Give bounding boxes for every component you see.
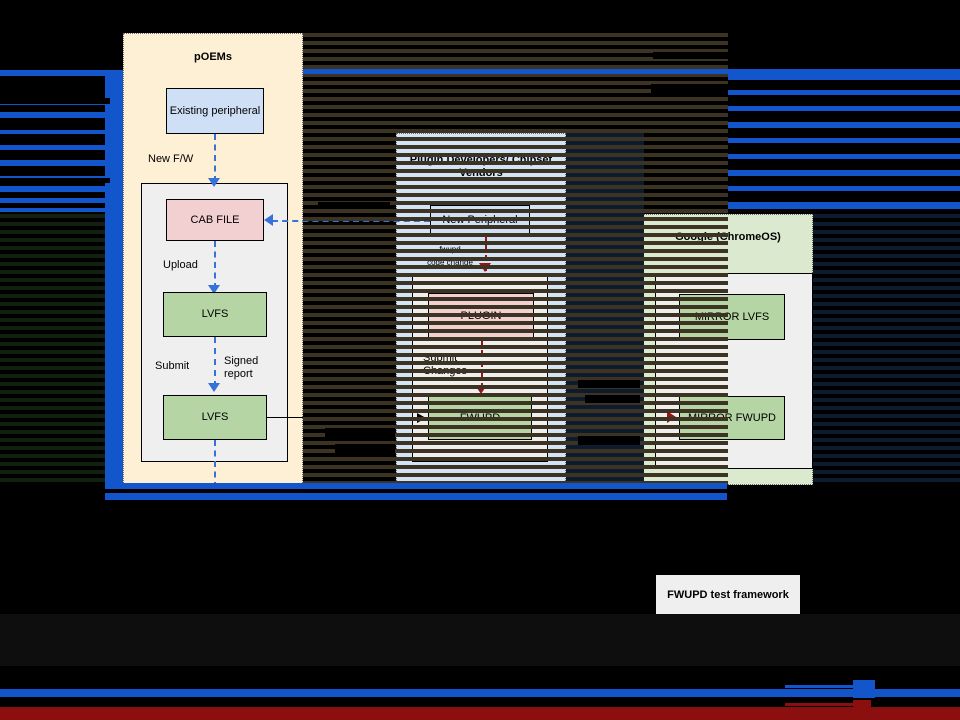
swimlane-plugin-title: Plugin Developers/ Chipset Vendors [409,154,553,179]
connector-fwupd-to-mirror-fwupd [532,417,668,419]
arrowhead-down-to-lvfs-submit [208,383,220,392]
node-cab-file[interactable]: CAB FILE [166,199,264,241]
arrowhead-down-to-plugin [479,263,491,272]
node-new-peripheral[interactable]: New Peripheral [430,205,530,235]
connector-cab-to-lvfs [214,241,216,289]
arrowhead-right-to-fwupd [417,413,426,423]
edge-label-fwupd-code-change: fwupd code change [427,245,473,267]
node-mirror-lvfs-label: MIRROR LVFS [694,310,770,323]
swimlane-poems-title: pOEMs [194,51,232,63]
edge-label-submit: Submit [155,360,190,372]
connector-existing-to-cab [214,134,216,182]
node-existing-peripheral[interactable]: Existing peripheral [166,88,264,134]
connector-lvfs-to-fwupd [267,417,417,418]
node-new-peripheral-label: New Peripheral [442,213,518,226]
node-plugin[interactable]: PLUGIN [428,293,534,339]
node-lvfs-submit-label: LVFS [201,411,229,423]
edge-label-new-fw: New F/W [148,153,194,165]
caption-fwupd-test-framework: FWUPD test framework [656,575,800,614]
node-mirror-lvfs[interactable]: MIRROR LVFS [679,294,785,340]
node-fwupd-label: FWUPD [459,411,501,424]
arrowhead-down-to-fwupd [475,385,487,394]
edge-label-signed-report: Signed report [224,355,259,380]
arrowhead-down-to-lvfs-upload [208,285,220,294]
edge-label-upload: Upload [163,259,198,271]
node-lvfs-submit[interactable]: LVFS [163,395,267,440]
arrowhead-down-to-cab [208,178,220,187]
node-mirror-fwupd-label: MIRROR FWUPD [688,411,776,424]
node-lvfs-upload-label: LVFS [201,308,229,320]
swimlane-google-title: Google (ChromeOS) [675,231,781,243]
arrowhead-right-to-mirror-fwupd [667,411,676,423]
edge-label-submit-changes: Submit Changes [423,352,468,377]
node-cab-file-label: CAB FILE [190,213,240,226]
arrowhead-left-to-cab [264,214,273,226]
caption-fwupd-test-framework-label: FWUPD test framework [667,588,789,601]
connector-new-peripheral-to-cab [272,220,430,222]
node-plugin-label: PLUGIN [460,309,502,322]
connector-lvfs-to-lvfs [214,337,216,387]
node-fwupd[interactable]: FWUPD [428,396,532,440]
node-lvfs-upload[interactable]: LVFS [163,292,267,337]
node-existing-peripheral-label: Existing peripheral [169,104,261,117]
connector-lvfs-submit-tail [214,440,216,488]
node-mirror-fwupd[interactable]: MIRROR FWUPD [679,396,785,440]
